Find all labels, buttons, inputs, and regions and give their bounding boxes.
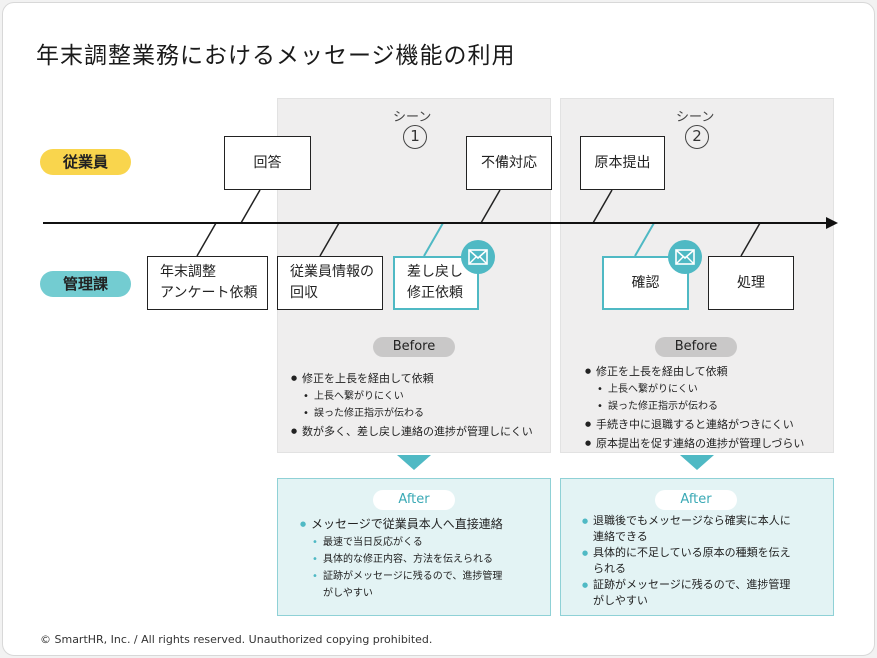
- list-item: 上長へ繋がりにくい: [585, 381, 804, 398]
- role-admin: 管理課: [40, 271, 131, 297]
- list-item: 数が多く、差し戻し連絡の進捗が管理しにくい: [291, 422, 533, 441]
- after-pill-1: After: [373, 490, 455, 510]
- list-item: 具体的な修正内容、方法を伝えられる: [300, 551, 503, 568]
- scene-1-label: シーン: [393, 110, 432, 125]
- step-fix: 不備対応: [466, 136, 552, 190]
- step-fix-label: 不備対応: [481, 154, 537, 171]
- list-item: 具体的に不足している原本の種類を伝え られる: [582, 545, 791, 577]
- step-confirm-label: 確認: [631, 274, 660, 291]
- step-answer: 回答: [224, 136, 311, 190]
- step-process: 処理: [708, 256, 794, 310]
- list-item: 誤った修正指示が伝わる: [291, 405, 533, 422]
- list-item: 手続き中に退職すると連絡がつきにくい: [585, 415, 804, 434]
- connector-fix: [480, 189, 501, 224]
- before-pill-2: Before: [655, 337, 737, 357]
- copyright-notice: © SmartHR, Inc. / All rights reserved. U…: [40, 633, 433, 646]
- list-item: 退職後でもメッセージなら確実に本人に 連絡できる: [582, 513, 791, 545]
- connector-answer: [240, 189, 261, 224]
- step-original: 原本提出: [580, 136, 665, 190]
- step-collect-label: 従業員情報の 回収: [290, 264, 374, 301]
- list-item: 修正を上長を経由して依頼: [585, 362, 804, 381]
- page-title: 年末調整業務におけるメッセージ機能の利用: [36, 43, 516, 69]
- message-mail-icon: [461, 240, 495, 274]
- scene-2-number: 2: [685, 125, 709, 149]
- down-triangle-icon: [680, 455, 714, 470]
- list-item: 原本提出を促す連絡の進捗が管理しづらい: [585, 434, 804, 453]
- list-item: 修正を上長を経由して依頼: [291, 369, 533, 388]
- list-item: 証跡がメッセージに残るので、進捗管理 がしやすい: [300, 568, 503, 602]
- after-pill-2: After: [655, 490, 737, 510]
- role-employee: 従業員: [40, 149, 131, 175]
- before-pill-1: Before: [373, 337, 455, 357]
- before-list-1: 修正を上長を経由して依頼 上長へ繋がりにくい 誤った修正指示が伝わる 数が多く、…: [291, 369, 533, 441]
- message-mail-icon: [668, 240, 702, 274]
- step-survey-label: 年末調整 アンケート依頼: [160, 264, 258, 301]
- before-list-2: 修正を上長を経由して依頼 上長へ繋がりにくい 誤った修正指示が伝わる 手続き中に…: [585, 362, 804, 453]
- step-return-label: 差し戻し 修正依頼: [407, 264, 463, 301]
- down-triangle-icon: [397, 455, 431, 470]
- scene-1-number: 1: [403, 125, 427, 149]
- step-original-label: 原本提出: [594, 154, 651, 171]
- after-list-1: メッセージで従業員本人へ直接連絡 最速で当日反応がくる 具体的な修正内容、方法を…: [300, 515, 503, 602]
- connector-process: [740, 222, 761, 257]
- list-item: 最速で当日反応がくる: [300, 534, 503, 551]
- connector-collect: [319, 222, 340, 257]
- list-item: メッセージで従業員本人へ直接連絡: [300, 515, 503, 534]
- step-process-label: 処理: [737, 274, 765, 291]
- scene-2-label: シーン: [676, 110, 715, 125]
- step-answer-label: 回答: [253, 154, 282, 171]
- connector-survey: [196, 222, 217, 257]
- connector-return: [423, 222, 444, 257]
- connector-original: [592, 189, 613, 224]
- step-survey: 年末調整 アンケート依頼: [147, 256, 268, 310]
- step-collect: 従業員情報の 回収: [277, 256, 383, 310]
- list-item: 上長へ繋がりにくい: [291, 388, 533, 405]
- timeline-arrow-icon: [826, 217, 838, 229]
- after-list-2: 退職後でもメッセージなら確実に本人に 連絡できる 具体的に不足している原本の種類…: [582, 513, 791, 609]
- list-item: 誤った修正指示が伝わる: [585, 398, 804, 415]
- connector-confirm: [634, 222, 655, 257]
- list-item: 証跡がメッセージに残るので、進捗管理 がしやすい: [582, 577, 791, 609]
